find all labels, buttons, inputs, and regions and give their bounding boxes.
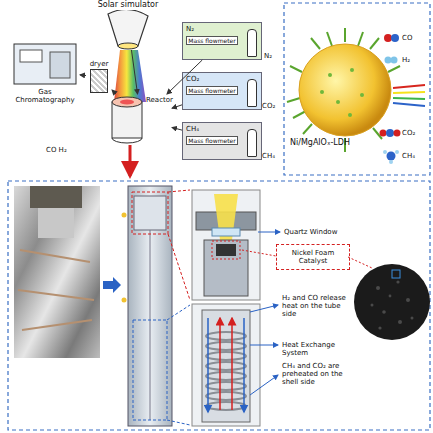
reactor-cylinder — [110, 96, 144, 144]
flowmeter-label: Mass flowmeter — [186, 136, 238, 145]
callout-text: Nickel Foam Catalyst — [279, 249, 347, 265]
node-label: Nickel Foam Catalyst — [279, 249, 347, 265]
annotation-label: N₂ — [264, 52, 282, 60]
gas-supply-box: CH₄Mass flowmeter — [182, 122, 262, 160]
solar-simulator: Solar simulator — [86, 0, 170, 50]
pipe-connector — [172, 105, 182, 108]
dryer-box: dryer — [86, 60, 112, 94]
annotation-label: CH₄ and CO₂ are preheated on the shell s… — [282, 362, 354, 386]
gc-symbol — [10, 40, 80, 86]
annotation-label: CH₄ — [402, 152, 428, 160]
gas-cylinder — [247, 79, 257, 107]
annotation-label: CH₄ — [262, 152, 282, 160]
dashed-frame — [8, 181, 430, 430]
light-rays — [114, 50, 146, 102]
annotation-label: H₂ and CO release heat on the tube side — [282, 294, 352, 318]
node-label: Solar simulator — [86, 0, 170, 9]
heat-exchanger-detail — [192, 304, 278, 426]
reactor: Reactor — [110, 94, 172, 144]
gc-body — [14, 44, 76, 84]
callout-box: Nickel Foam Catalyst — [276, 244, 350, 270]
gas-supply-box: N₂Mass flowmeter — [182, 22, 262, 60]
pipe-connector — [167, 60, 202, 94]
annotation-label: CO₂ — [402, 129, 428, 137]
annotation-label: CO H₂ — [46, 146, 86, 154]
gc-column — [50, 52, 70, 78]
lamp-body — [108, 10, 148, 46]
instrument-box: Gas Chromatography — [10, 40, 80, 102]
dashed-frame — [284, 3, 430, 175]
gas-supply-box: CO₂Mass flowmeter — [182, 72, 262, 110]
annotation-label: Quartz Window — [284, 228, 354, 236]
zoom-arrow — [129, 145, 132, 176]
dryer-body — [90, 69, 108, 93]
annotation-label: Ni/MgAlOₓ-LDH — [290, 138, 360, 147]
hot-spot — [120, 100, 134, 105]
gc-screen — [20, 50, 42, 62]
gas-cylinder — [247, 129, 257, 157]
node-label: Reactor — [146, 96, 172, 104]
reactor-label-wrap: Reactor — [146, 96, 172, 104]
lamp-symbol — [86, 10, 170, 50]
nickel-foam-photo — [348, 257, 430, 340]
pipe-connector — [172, 127, 182, 130]
pipe-connector — [80, 74, 86, 76]
node-label: Gas Chromatography — [10, 88, 80, 104]
annotation-label: CO₂ — [262, 102, 282, 110]
quartz-window-detail — [192, 190, 280, 300]
cylinder-top — [112, 97, 142, 107]
catalyst-sphere — [287, 28, 425, 164]
annotation-label: Heat Exchange System — [282, 341, 354, 357]
pipe-connector — [112, 90, 116, 94]
annotation-label: CO — [402, 34, 428, 42]
reactor-photo — [14, 186, 100, 358]
flowmeter-label: Mass flowmeter — [186, 86, 238, 95]
annotation-label: H₂ — [402, 56, 428, 64]
flowmeter-label: Mass flowmeter — [186, 36, 238, 45]
node-label: dryer — [86, 60, 112, 68]
blue-arrow — [103, 277, 121, 293]
reactor-schematic — [122, 186, 191, 426]
lamp-aperture — [118, 43, 138, 49]
cylinder-base — [112, 138, 142, 143]
pipe-connector — [131, 50, 137, 94]
gas-cylinder — [247, 29, 257, 57]
